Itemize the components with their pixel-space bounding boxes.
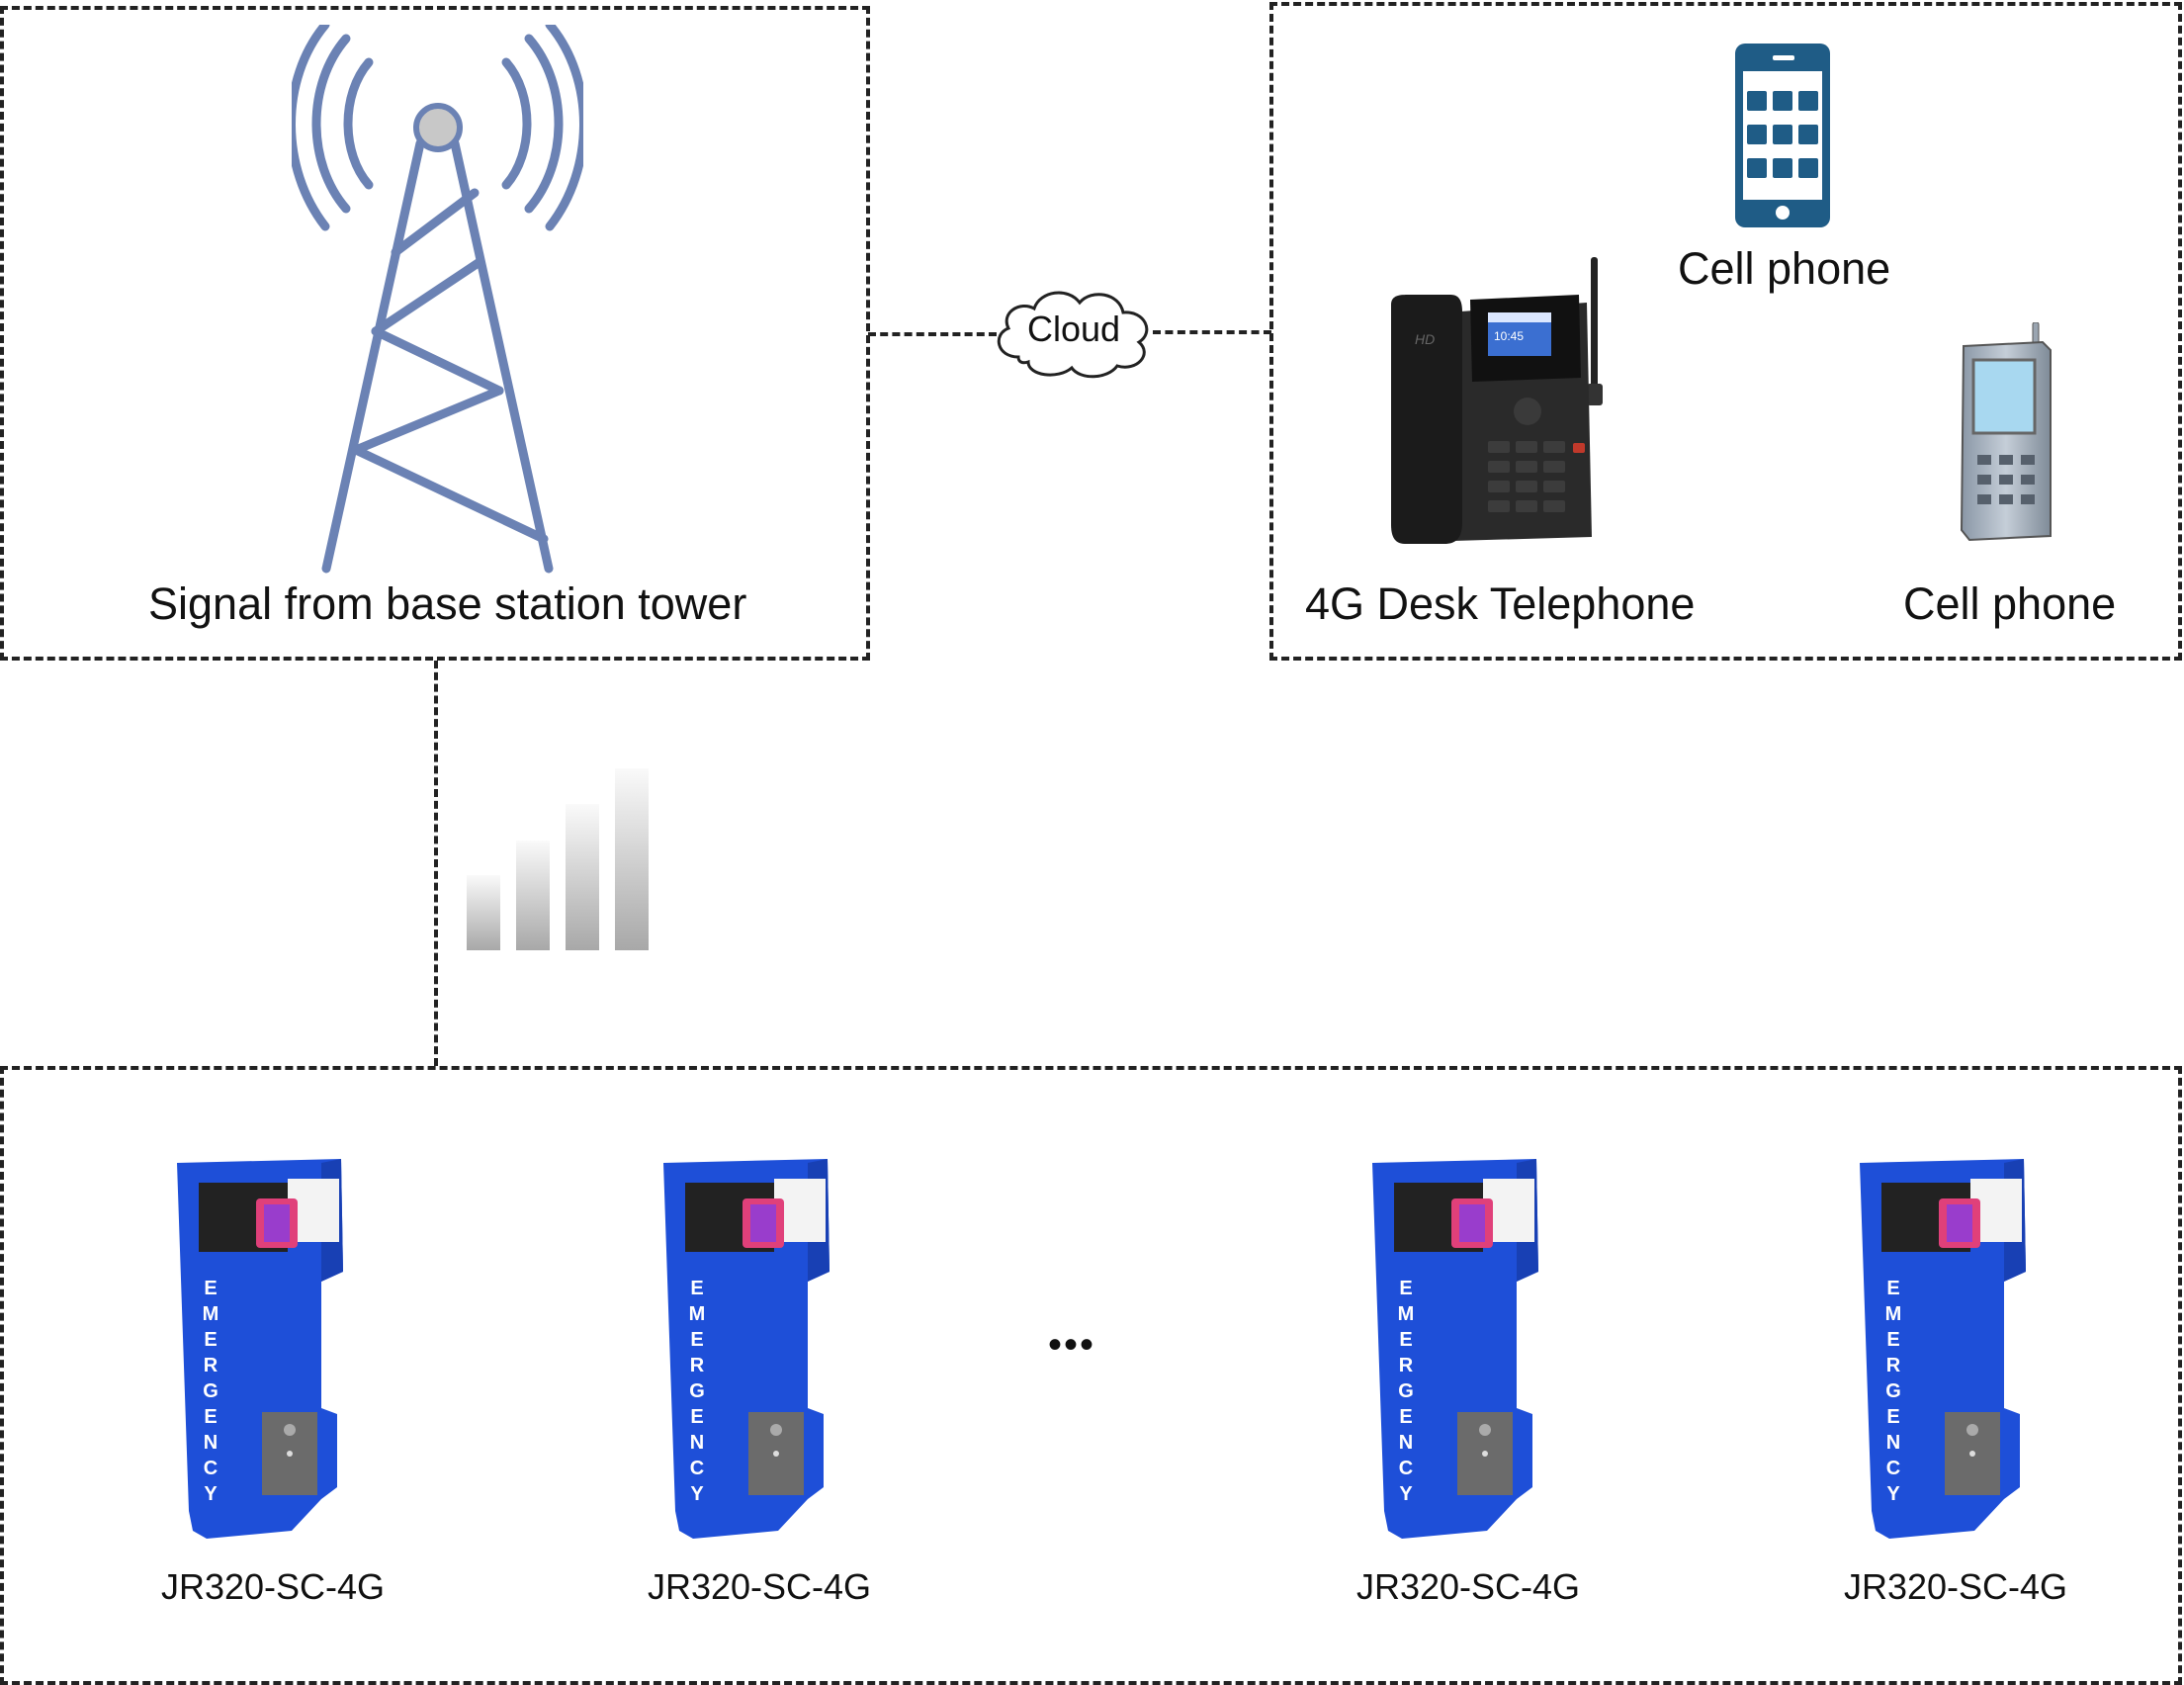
signal-strength-icon bbox=[465, 766, 653, 954]
desk-phone-icon: HD 10:45 bbox=[1389, 255, 1607, 547]
more-devices-ellipsis: ••• bbox=[1048, 1323, 1096, 1367]
tower-to-cloud-line bbox=[868, 332, 997, 336]
desk-phone-screen-time: 10:45 bbox=[1494, 329, 1524, 343]
emergency-device: EMERGENCY bbox=[1856, 1155, 2029, 1541]
emergency-device: EMERGENCY bbox=[1368, 1155, 1541, 1541]
device-label: JR320-SC-4G bbox=[647, 1566, 872, 1607]
feature-phone-icon bbox=[1960, 322, 2054, 542]
device-label: JR320-SC-4G bbox=[1843, 1566, 2068, 1607]
device-panel-text: EMERGENCY bbox=[688, 1278, 706, 1505]
emergency-device: EMERGENCY bbox=[659, 1155, 832, 1541]
tower-label: Signal from base station tower bbox=[148, 578, 747, 629]
feature-phone-label: Cell phone bbox=[1903, 578, 2117, 629]
device-panel-text: EMERGENCY bbox=[1397, 1278, 1415, 1505]
devices-box bbox=[0, 1066, 2182, 1685]
cloud-label: Cloud bbox=[1026, 309, 1121, 349]
device-panel-text: EMERGENCY bbox=[1884, 1278, 1902, 1505]
cell-tower-icon bbox=[292, 25, 583, 578]
signal-bar bbox=[516, 841, 550, 950]
smartphone-label: Cell phone bbox=[1678, 243, 1891, 294]
device-label: JR320-SC-4G bbox=[160, 1566, 386, 1607]
tower-to-devices-line bbox=[434, 661, 438, 1066]
desk-phone-brand: HD bbox=[1415, 331, 1435, 347]
desk-phone-label: 4G Desk Telephone bbox=[1305, 578, 1696, 629]
emergency-device: EMERGENCY bbox=[173, 1155, 346, 1541]
cloud-to-receivers-line bbox=[1153, 330, 1271, 334]
device-panel-text: EMERGENCY bbox=[202, 1278, 219, 1505]
signal-bar bbox=[467, 875, 500, 950]
cloud-icon bbox=[997, 291, 1149, 379]
device-label: JR320-SC-4G bbox=[1355, 1566, 1581, 1607]
signal-bar bbox=[566, 804, 599, 950]
receivers-box bbox=[1269, 2, 2182, 661]
signal-bar bbox=[615, 768, 649, 950]
cloud-node: Cloud bbox=[989, 283, 1159, 382]
smartphone-icon bbox=[1735, 44, 1830, 227]
